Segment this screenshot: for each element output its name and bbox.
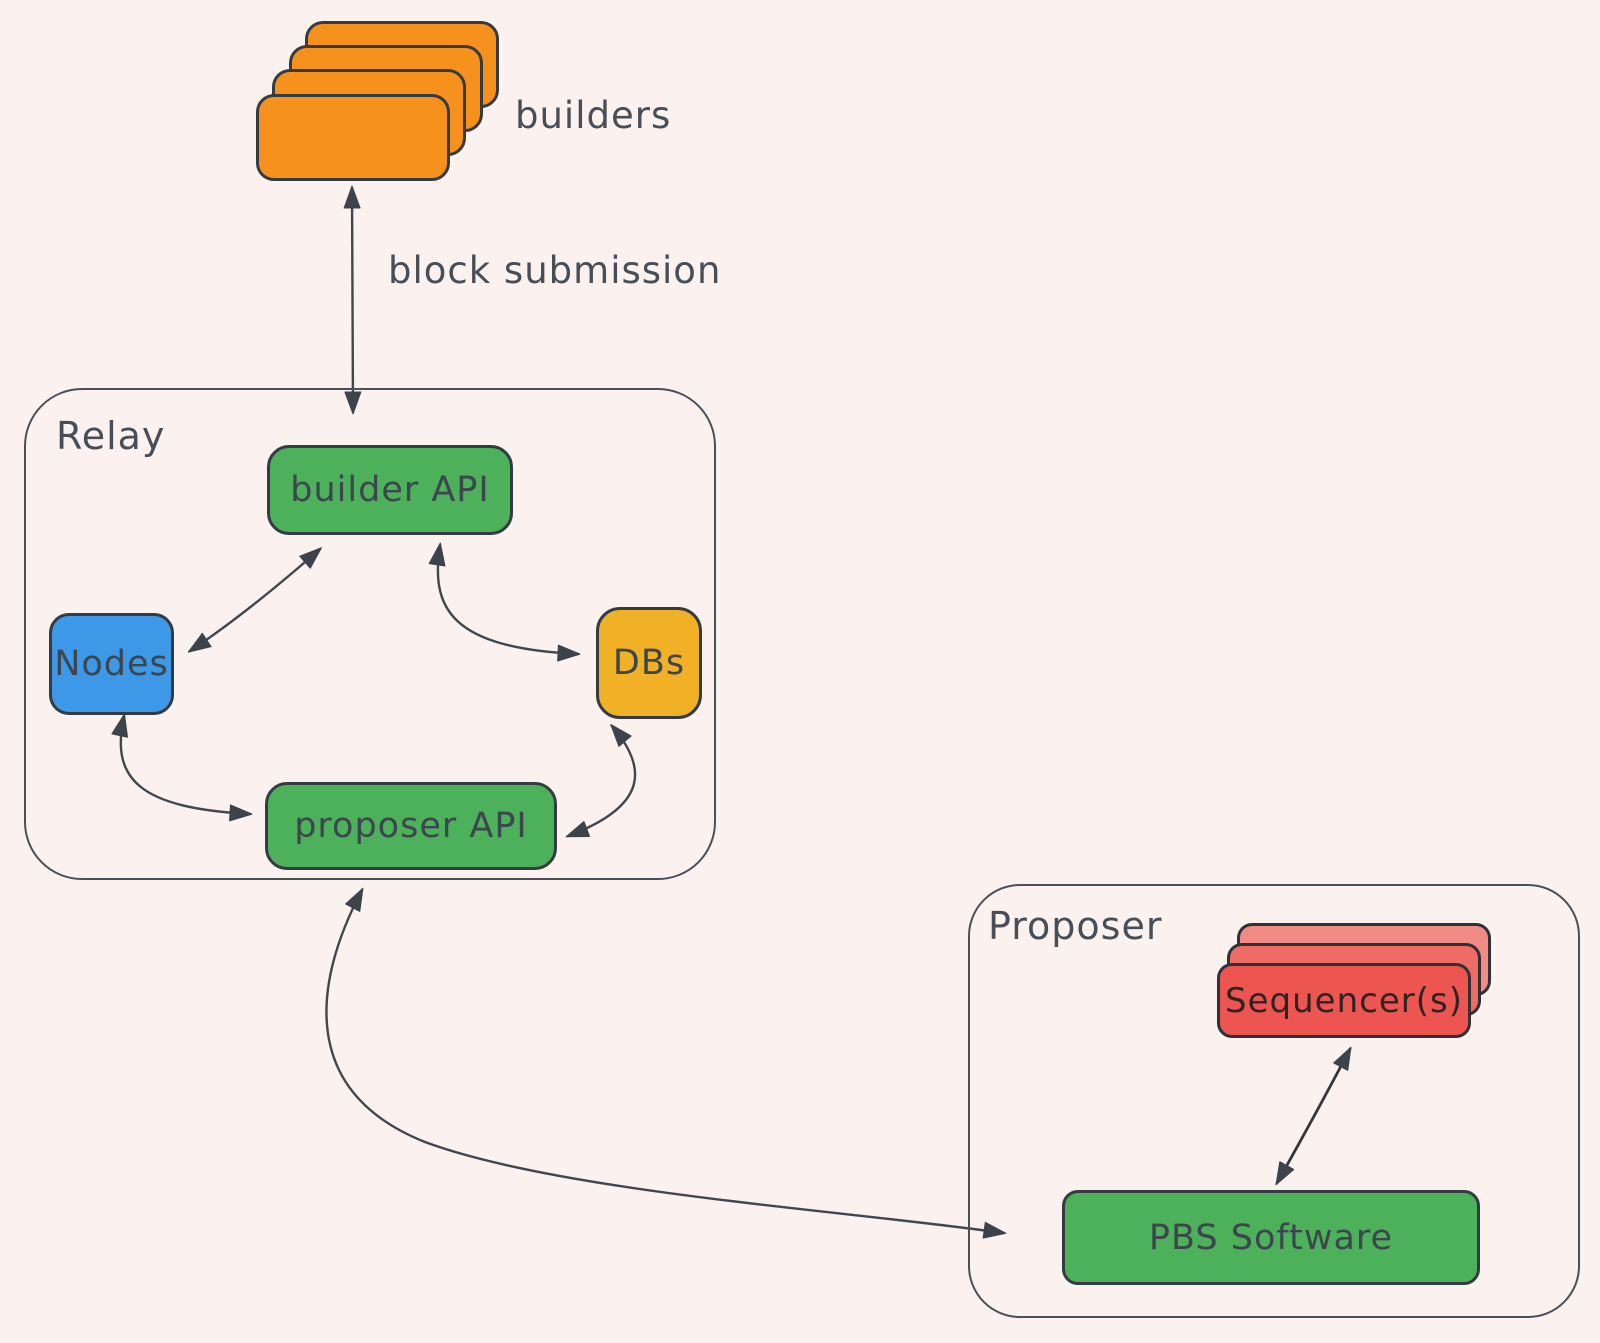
node-pbs-software-label: PBS Software [1148,1217,1394,1258]
sequencer-card-front: Sequencer(s) [1217,963,1471,1038]
node-proposer-api-label: proposer API [294,806,528,846]
relay-container [24,388,716,880]
proposer-label: Proposer [988,904,1163,948]
node-dbs: DBs [596,607,702,719]
node-pbs-software: PBS Software [1062,1190,1480,1285]
node-proposer-api: proposer API [265,782,557,870]
node-builder-api-label: builder API [290,470,490,510]
builder-card [256,94,450,181]
proposer-container [968,884,1580,1318]
node-builder-api: builder API [267,445,513,535]
node-nodes: Nodes [49,613,174,715]
node-dbs-label: DBs [612,643,686,683]
node-nodes-label: Nodes [54,644,169,684]
block-submission-label: block submission [388,249,722,292]
arrow-builders-relay [343,185,362,415]
arrow-proposer-api-pbs [325,887,1007,1239]
builders-label: builders [515,94,672,137]
relay-label: Relay [56,414,166,458]
sequencers-label: Sequencer(s) [1225,980,1463,1021]
